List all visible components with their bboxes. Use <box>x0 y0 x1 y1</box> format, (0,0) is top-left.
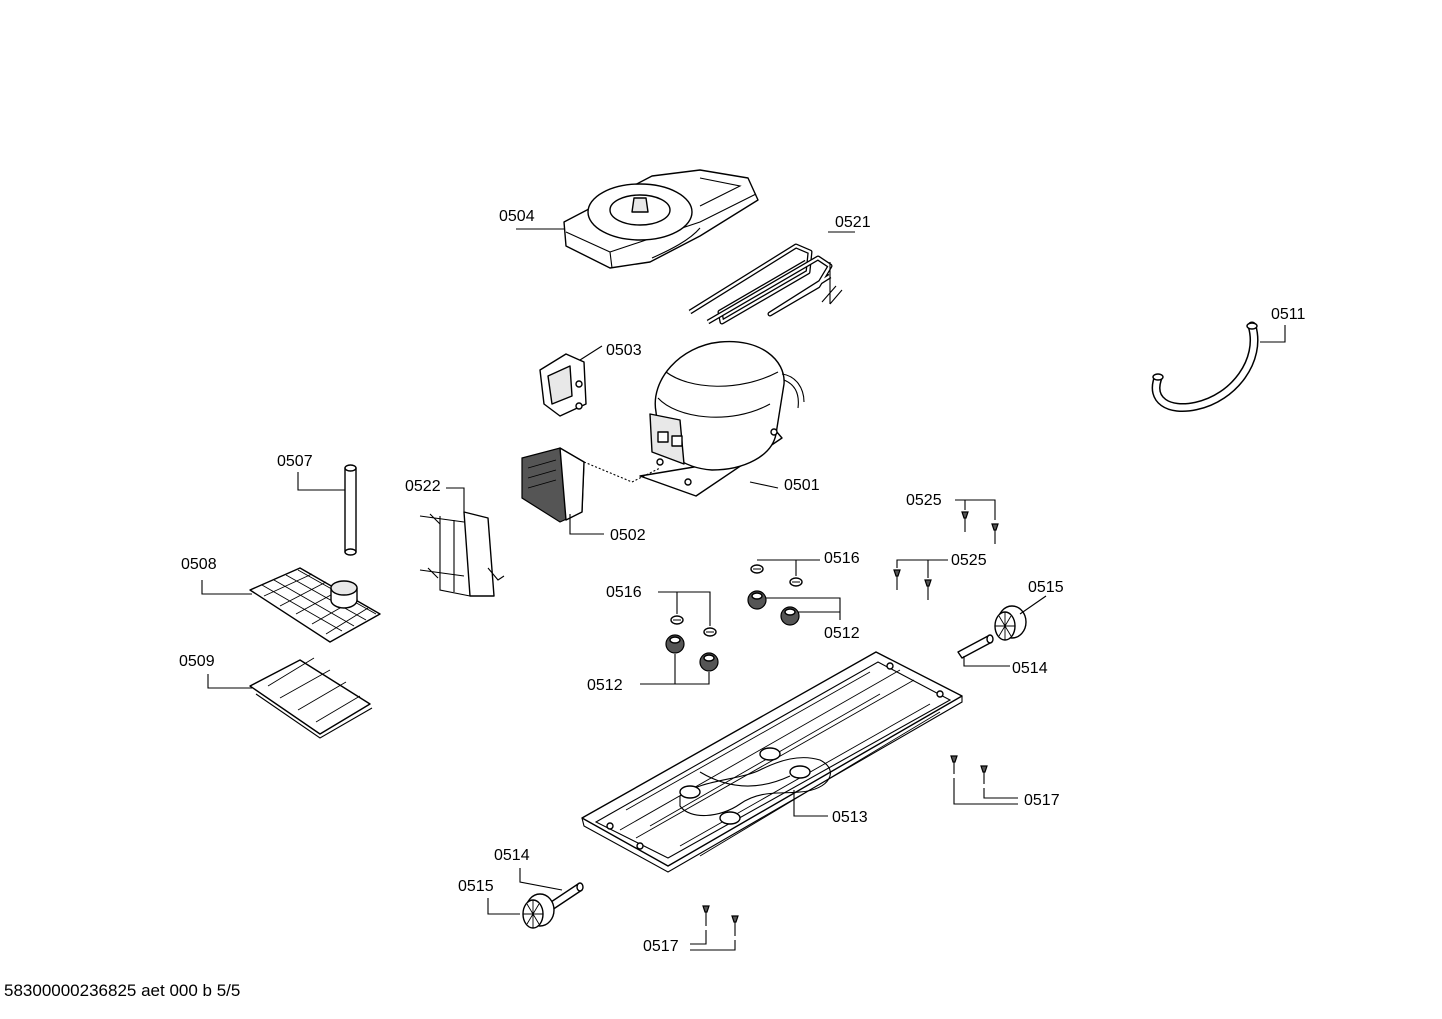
leader-0525-a <box>955 499 996 520</box>
callout-0517-a: 0517 <box>1024 792 1060 809</box>
part-0525-screws <box>893 511 999 600</box>
callout-0525-a: 0525 <box>906 492 942 509</box>
callout-0504: 0504 <box>499 208 535 225</box>
part-0502-start-relay <box>521 447 661 523</box>
leader-0513 <box>793 790 828 817</box>
callout-0525-b: 0525 <box>951 552 987 569</box>
part-0517-screws-right <box>950 755 988 784</box>
leader-0525-b <box>896 559 948 578</box>
leader-0516-a <box>757 559 820 576</box>
part-0503-relay-cover <box>539 353 587 417</box>
leader-0516-b <box>658 591 711 626</box>
leader-0509 <box>207 674 252 689</box>
part-0504-drip-tray <box>563 169 759 269</box>
part-0515-foot-right <box>994 605 1027 641</box>
callout-0521: 0521 <box>835 214 871 231</box>
leader-0508 <box>201 580 252 595</box>
callout-0509: 0509 <box>179 653 215 670</box>
callout-0515-a: 0515 <box>1028 579 1064 596</box>
leader-0512-a <box>766 597 841 620</box>
callout-0508: 0508 <box>181 556 217 573</box>
leader-0502 <box>569 514 604 535</box>
part-0512-grommets <box>665 590 800 672</box>
callout-0503: 0503 <box>606 342 642 359</box>
part-0516-washers <box>670 564 803 637</box>
leader-0515-b <box>487 898 520 915</box>
part-0507-tube <box>344 464 357 556</box>
leader-0512-b <box>640 654 710 685</box>
part-0508-grid-shelf <box>249 567 381 643</box>
part-0509-tray <box>249 657 373 739</box>
leader-0517-a <box>953 778 1018 805</box>
leader-0515-a <box>1019 595 1047 615</box>
part-0514-axle-right <box>957 634 994 659</box>
part-0517-screws-left <box>702 905 739 936</box>
leader-0501 <box>749 481 779 489</box>
leader-0522 <box>446 487 465 512</box>
part-0511-hose <box>1151 321 1259 412</box>
part-0501-compressor <box>639 340 805 497</box>
callout-0517-b: 0517 <box>643 938 679 955</box>
leader-0507 <box>297 472 345 491</box>
document-id: 58300000236825 aet 000 b 5/5 <box>4 981 241 1000</box>
callout-0515-b: 0515 <box>458 878 494 895</box>
callout-0516-b: 0516 <box>606 584 642 601</box>
leader-0517-b <box>690 930 736 951</box>
callout-0512-a: 0512 <box>824 625 860 642</box>
callout-0511: 0511 <box>1271 306 1306 323</box>
leader-0514-b <box>519 868 563 891</box>
callout-0507: 0507 <box>277 453 313 470</box>
callout-0513: 0513 <box>832 809 868 826</box>
callout-0512-b: 0512 <box>587 677 623 694</box>
callout-0502: 0502 <box>610 527 646 544</box>
leader-0503 <box>579 345 603 361</box>
part-0521-heater-wire <box>688 243 843 325</box>
callout-0522: 0522 <box>405 478 441 495</box>
callout-0501: 0501 <box>784 477 820 494</box>
callout-0516-a: 0516 <box>824 550 860 567</box>
part-0522-bracket <box>419 511 505 597</box>
part-0515-foot-left <box>522 893 555 929</box>
callout-0514-a: 0514 <box>1012 660 1048 677</box>
leader-0511 <box>1260 325 1286 343</box>
leader-0514-a <box>963 656 1010 667</box>
callout-0514-b: 0514 <box>494 847 530 864</box>
part-0513-base-frame <box>581 651 963 873</box>
